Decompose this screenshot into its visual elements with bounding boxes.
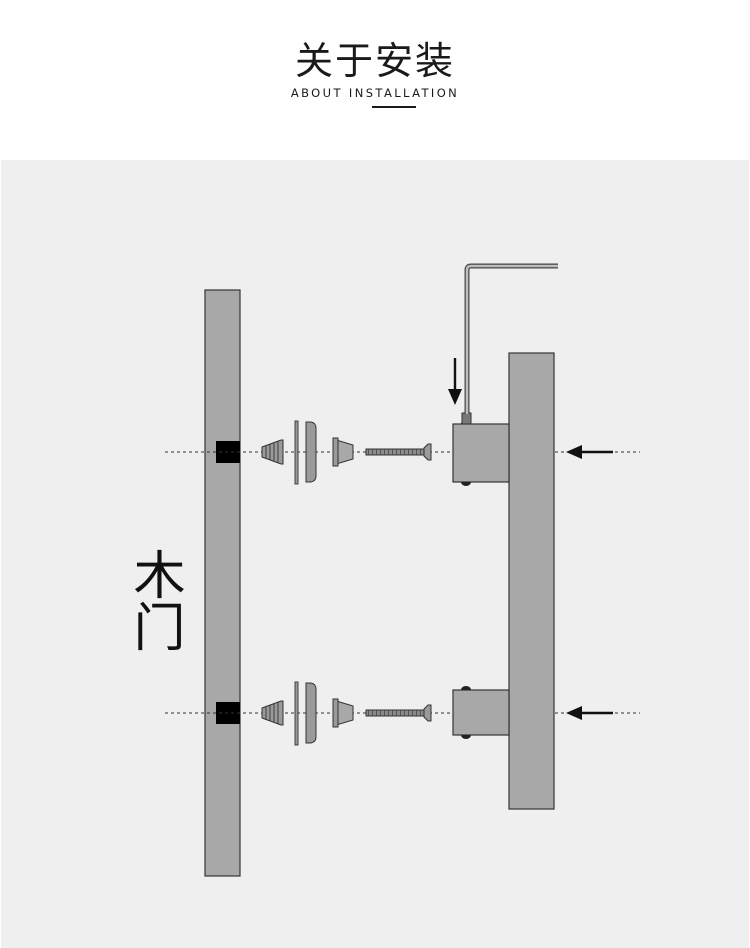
mounting-post-icon — [452, 412, 510, 486]
spacer-icon — [332, 437, 354, 467]
header: 关于安装 ABOUT INSTALLATION — [0, 0, 750, 160]
left-arrow-icon — [566, 445, 613, 459]
door-label: 木门 — [124, 548, 184, 652]
title-underline — [372, 106, 416, 108]
handle-bar — [508, 352, 555, 810]
page-subtitle: ABOUT INSTALLATION — [290, 86, 460, 100]
washer-icon — [294, 681, 317, 746]
left-arrow-icon — [566, 706, 613, 720]
washer-icon — [294, 420, 317, 485]
screw-icon — [365, 704, 432, 722]
anchor-plug-icon — [261, 700, 284, 726]
door-panel — [204, 289, 241, 877]
mounting-post-icon — [452, 686, 510, 739]
anchor-plug-icon — [261, 439, 284, 465]
down-arrow-icon — [448, 358, 462, 405]
diagram-panel — [1, 160, 749, 948]
spacer-icon — [332, 698, 354, 728]
screw-icon — [365, 443, 432, 461]
page-title: 关于安装 — [294, 39, 455, 83]
